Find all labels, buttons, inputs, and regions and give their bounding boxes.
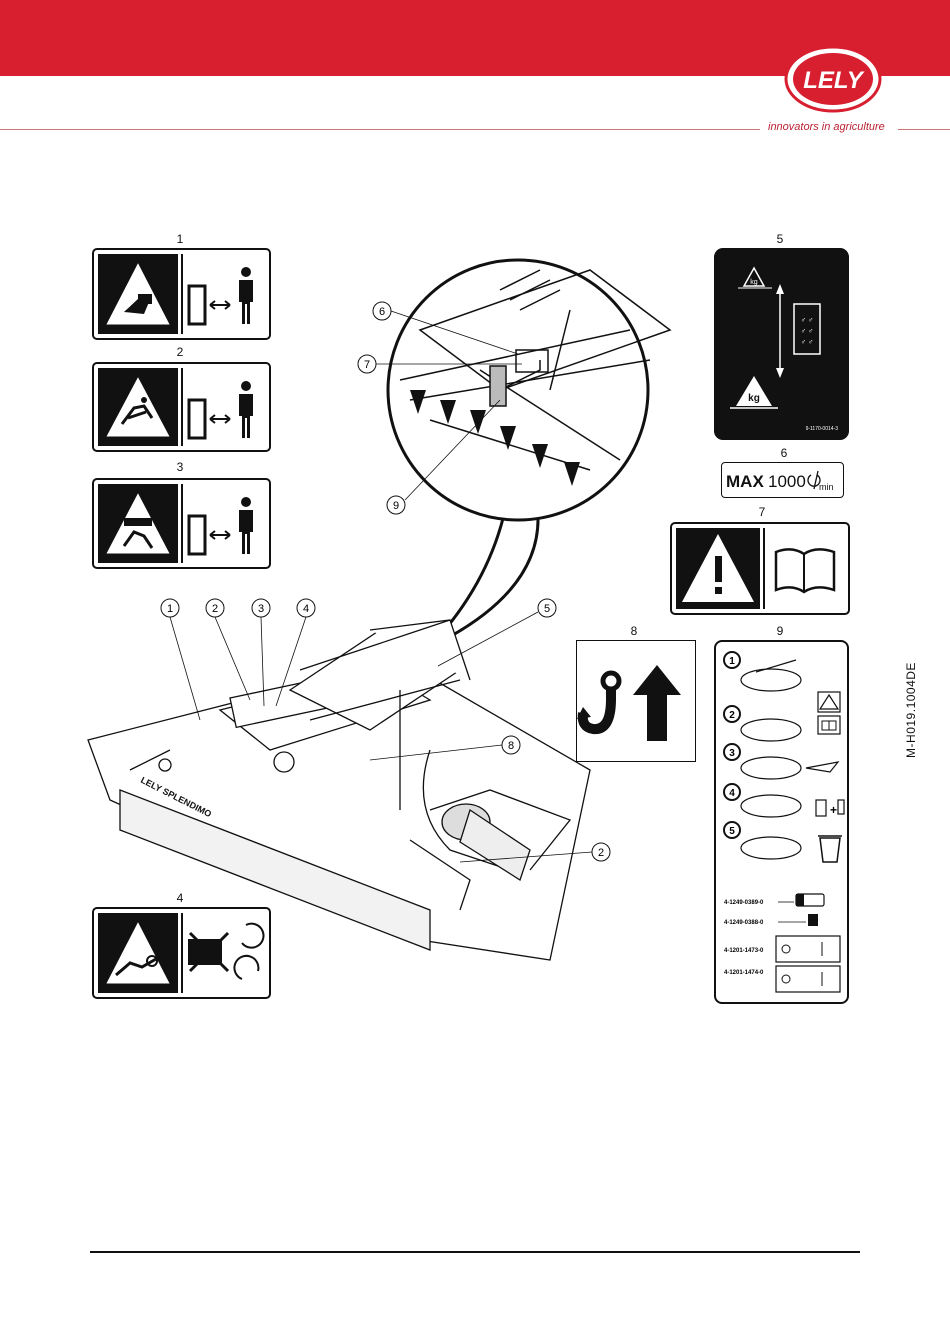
decal-6-graphic: MAX 1000 min <box>722 463 842 496</box>
step-1-number: 1 <box>729 656 735 667</box>
header-rule <box>0 129 760 130</box>
step-5: 5 <box>724 822 842 862</box>
speed-unit: min <box>819 482 834 492</box>
part-4: 4-1201-1474-0 <box>724 970 764 976</box>
decal-9: 1 2 3 4 + 5 <box>714 640 849 1004</box>
step-2-number: 2 <box>729 710 735 721</box>
decal-6-number: 6 <box>774 446 794 460</box>
machine-callout-1: 1 <box>161 599 200 720</box>
machine-callout-8-label: 8 <box>508 740 514 752</box>
decal-9-number: 9 <box>770 624 790 638</box>
machine-callout-1-label: 1 <box>167 603 173 615</box>
decal-5-number: 5 <box>770 232 790 246</box>
decal-5-code: 9-1170-0014-3 <box>806 426 839 432</box>
lely-logo: LELY <box>783 44 883 114</box>
step-4: 4 + <box>724 784 844 817</box>
decal-7-number: 7 <box>752 505 772 519</box>
decal-5: kg ♂ ♂ ♂ ♂ ♂ ♂ kg 9-1170-0014-3 <box>714 248 849 440</box>
header-rule-end <box>898 129 950 130</box>
mower-machine: LELY SPLENDIMO <box>88 620 590 960</box>
part-2: 4-1249-0388-0 <box>724 920 764 926</box>
step-3-number: 3 <box>729 748 735 759</box>
part-3: 4-1201-1473-0 <box>724 948 764 954</box>
step-2: 2 <box>724 692 840 741</box>
svg-text:♂ ♂: ♂ ♂ <box>801 317 813 324</box>
machine-callout-2: 2 <box>206 599 250 700</box>
small-manual-icon <box>822 721 836 730</box>
step-3: 3 <box>724 744 838 779</box>
warning-icon <box>715 556 722 582</box>
machine-callout-3-label: 3 <box>258 603 264 615</box>
max-label: MAX <box>726 472 764 491</box>
svg-text:♂ ♂: ♂ ♂ <box>801 328 813 335</box>
small-warning-icon <box>820 695 838 709</box>
machine-callout-2-label: 2 <box>212 603 218 615</box>
step-5-number: 5 <box>729 826 735 837</box>
decal-6: MAX 1000 min <box>721 462 844 498</box>
weight-bottom-label: kg <box>748 393 760 404</box>
parts-list: 4-1249-0389-0 4-1249-0388-0 4-1201-1473-… <box>724 894 840 992</box>
speed-value: 1000 <box>768 472 806 491</box>
decal-1-number: 1 <box>170 232 190 246</box>
svg-text:+: + <box>830 803 837 817</box>
step-1: 1 <box>724 652 801 691</box>
machine-callout-4-label: 4 <box>303 603 309 615</box>
weight-top-label: kg <box>750 279 758 286</box>
part-1: 4-1249-0389-0 <box>724 900 764 906</box>
detail-callout-9-label: 9 <box>393 500 399 512</box>
decal-5-graphic: kg ♂ ♂ ♂ ♂ ♂ ♂ kg 9-1170-0014-3 <box>716 250 847 438</box>
tagline: innovators in agriculture <box>768 121 885 133</box>
decal-9-graphic: 1 2 3 4 + 5 <box>716 642 847 1002</box>
machine-illustration: 6 7 9 LELY SPLENDIMO <box>70 250 710 1010</box>
step-4-number: 4 <box>729 788 735 799</box>
machine-callout-5-label: 5 <box>544 603 550 615</box>
document-code: M-H019.1004DE <box>896 650 926 770</box>
trash-icon <box>820 838 840 862</box>
logo-text: LELY <box>803 67 865 94</box>
detail-callout-6-label: 6 <box>379 306 385 318</box>
machine-callout-2b-label: 2 <box>598 847 604 859</box>
footer-rule <box>90 1251 860 1253</box>
detail-magnifier: 6 7 9 <box>358 260 670 642</box>
svg-text:♂ ♂: ♂ ♂ <box>801 339 813 346</box>
detail-callout-7-label: 7 <box>364 359 370 371</box>
